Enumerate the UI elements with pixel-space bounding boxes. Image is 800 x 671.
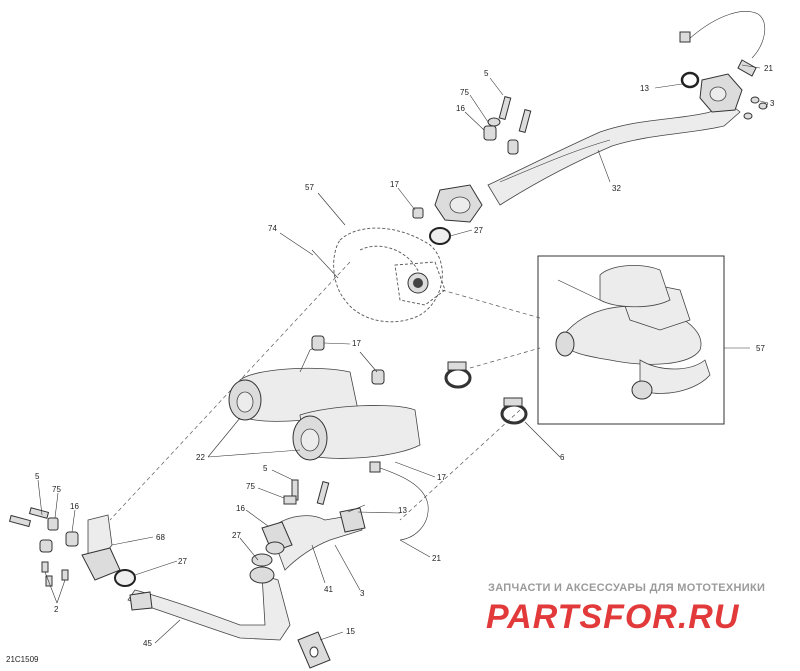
callout-45: 45 bbox=[143, 639, 152, 648]
callout-16-mid: 16 bbox=[236, 504, 245, 513]
header-pipe-left bbox=[8, 507, 136, 587]
callout-5-mid: 5 bbox=[263, 464, 268, 473]
oxygen-sensor-mid bbox=[379, 467, 429, 541]
callout-labels: 21 13 3 5 75 16 32 57 17 74 27 57 17 22 … bbox=[35, 64, 775, 648]
fasteners-top bbox=[483, 95, 532, 155]
watermark-brand: PARTSFOR.RU bbox=[486, 598, 740, 636]
grommet-17-mid-b bbox=[371, 369, 385, 385]
inset-muffler-assembly bbox=[555, 265, 711, 400]
callout-21-top: 21 bbox=[764, 64, 773, 73]
callout-3-top: 3 bbox=[770, 99, 775, 108]
callout-75-top: 75 bbox=[460, 88, 469, 97]
callout-22: 22 bbox=[196, 453, 205, 462]
grommet-17-mid-a bbox=[311, 335, 325, 351]
callout-2: 2 bbox=[54, 605, 59, 614]
clamp-lower bbox=[500, 397, 528, 425]
header-pipe-middle bbox=[261, 479, 366, 571]
muffler-lower bbox=[292, 405, 421, 461]
gasket-27-top bbox=[429, 227, 451, 245]
callout-27-top: 27 bbox=[474, 226, 483, 235]
callout-41: 41 bbox=[324, 585, 333, 594]
callout-74: 74 bbox=[268, 224, 277, 233]
watermark-tagline: ЗАПЧАСТИ И АКСЕССУАРЫ ДЛЯ МОТОТЕХНИКИ bbox=[488, 582, 765, 594]
callout-32: 32 bbox=[612, 184, 621, 193]
callout-5-top: 5 bbox=[484, 69, 489, 78]
gasket-13-mid bbox=[347, 504, 366, 513]
callout-75-left: 75 bbox=[52, 485, 61, 494]
callout-57-top: 57 bbox=[305, 183, 314, 192]
watermark: ЗАПЧАСТИ И АКСЕССУАРЫ ДЛЯ МОТОТЕХНИКИ PA… bbox=[486, 582, 765, 636]
callout-17-low: 17 bbox=[437, 473, 446, 482]
header-pipe-top bbox=[487, 73, 743, 206]
flange-top bbox=[412, 184, 483, 245]
callout-57-inset: 57 bbox=[756, 344, 765, 353]
callout-3-mid: 3 bbox=[360, 589, 365, 598]
sensor-connector-mid bbox=[369, 461, 381, 473]
link-pipe-lower bbox=[127, 541, 291, 641]
callout-16-left: 16 bbox=[70, 502, 79, 511]
callout-68: 68 bbox=[156, 533, 165, 542]
callout-16-top: 16 bbox=[456, 104, 465, 113]
callout-13-mid: 13 bbox=[398, 506, 407, 515]
callout-leaders bbox=[37, 64, 769, 644]
callout-27-mid: 27 bbox=[232, 531, 241, 540]
muffler-outline-dashed bbox=[311, 227, 446, 323]
callout-5-left: 5 bbox=[35, 472, 40, 481]
callout-13-top: 13 bbox=[640, 84, 649, 93]
clamp-upper bbox=[444, 361, 472, 389]
drawing-code: 21C1509 bbox=[6, 655, 39, 664]
callout-6: 6 bbox=[560, 453, 565, 462]
callout-21-mid: 21 bbox=[432, 554, 441, 563]
nuts-3-top bbox=[743, 96, 768, 120]
callout-17-mid: 17 bbox=[352, 339, 361, 348]
oxygen-sensor-top bbox=[679, 11, 766, 77]
muffler-upper bbox=[228, 344, 359, 422]
bracket-15 bbox=[297, 631, 331, 669]
gasket-27-left bbox=[114, 569, 136, 587]
callout-27-left: 27 bbox=[178, 557, 187, 566]
callout-15: 15 bbox=[346, 627, 355, 636]
gasket-13-top bbox=[680, 71, 700, 89]
callout-17-top: 17 bbox=[390, 180, 399, 189]
callout-75-mid: 75 bbox=[246, 482, 255, 491]
dashed-leaders bbox=[109, 261, 541, 521]
